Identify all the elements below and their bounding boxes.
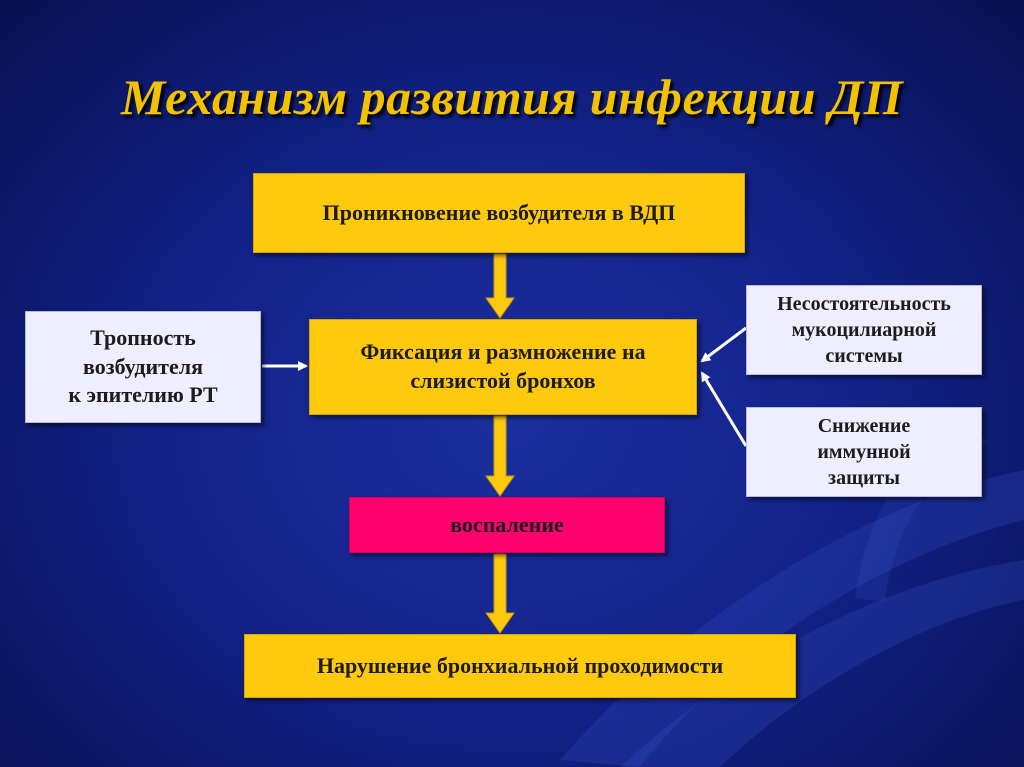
slide-title: Механизм развития инфекции ДП bbox=[120, 69, 904, 125]
penetration-text: Проникновение возбудителя в ВДП bbox=[322, 199, 676, 225]
tropism-text-line-2: возбудителя bbox=[83, 353, 203, 379]
tropism-text-line-3: к эпителию РТ bbox=[68, 382, 218, 408]
mucociliary-text-line-2: мукоцилиарной bbox=[791, 319, 937, 341]
mucociliary-box: Несостоятельность мукоцилиарной системы bbox=[746, 285, 982, 375]
immune-box: Снижение иммунной защиты bbox=[746, 407, 982, 497]
penetration-box: Проникновение возбудителя в ВДП bbox=[253, 173, 745, 253]
arrow-down-2 bbox=[485, 415, 515, 497]
arrow-mucociliary bbox=[700, 326, 747, 363]
immune-text-line-1: Снижение bbox=[817, 415, 911, 437]
fixation-text-line-2: слизистой бронхов bbox=[410, 368, 596, 393]
inflammation-text: воспаление bbox=[450, 511, 564, 537]
inflammation-box: воспаление bbox=[349, 497, 665, 553]
obstruction-text: Нарушение бронхиальной проходимости bbox=[316, 652, 724, 678]
arrow-immune bbox=[700, 371, 748, 447]
mucociliary-text-line-3: системы bbox=[825, 345, 903, 367]
immune-text-line-2: иммунной bbox=[817, 441, 911, 463]
tropism-box: Тропность возбудителя к эпителию РТ bbox=[25, 311, 261, 423]
mucociliary-text-line-1: Несостоятельность bbox=[777, 293, 951, 315]
immune-text-line-3: защиты bbox=[828, 467, 900, 489]
fixation-box: Фиксация и размножение на слизистой брон… bbox=[309, 319, 697, 415]
arrow-down-1 bbox=[485, 253, 515, 319]
arrow-down-3 bbox=[485, 553, 515, 634]
fixation-text-line-1: Фиксация и размножение на bbox=[360, 339, 646, 365]
obstruction-box: Нарушение бронхиальной проходимости bbox=[244, 634, 796, 698]
tropism-text-line-1: Тропность bbox=[90, 325, 196, 351]
